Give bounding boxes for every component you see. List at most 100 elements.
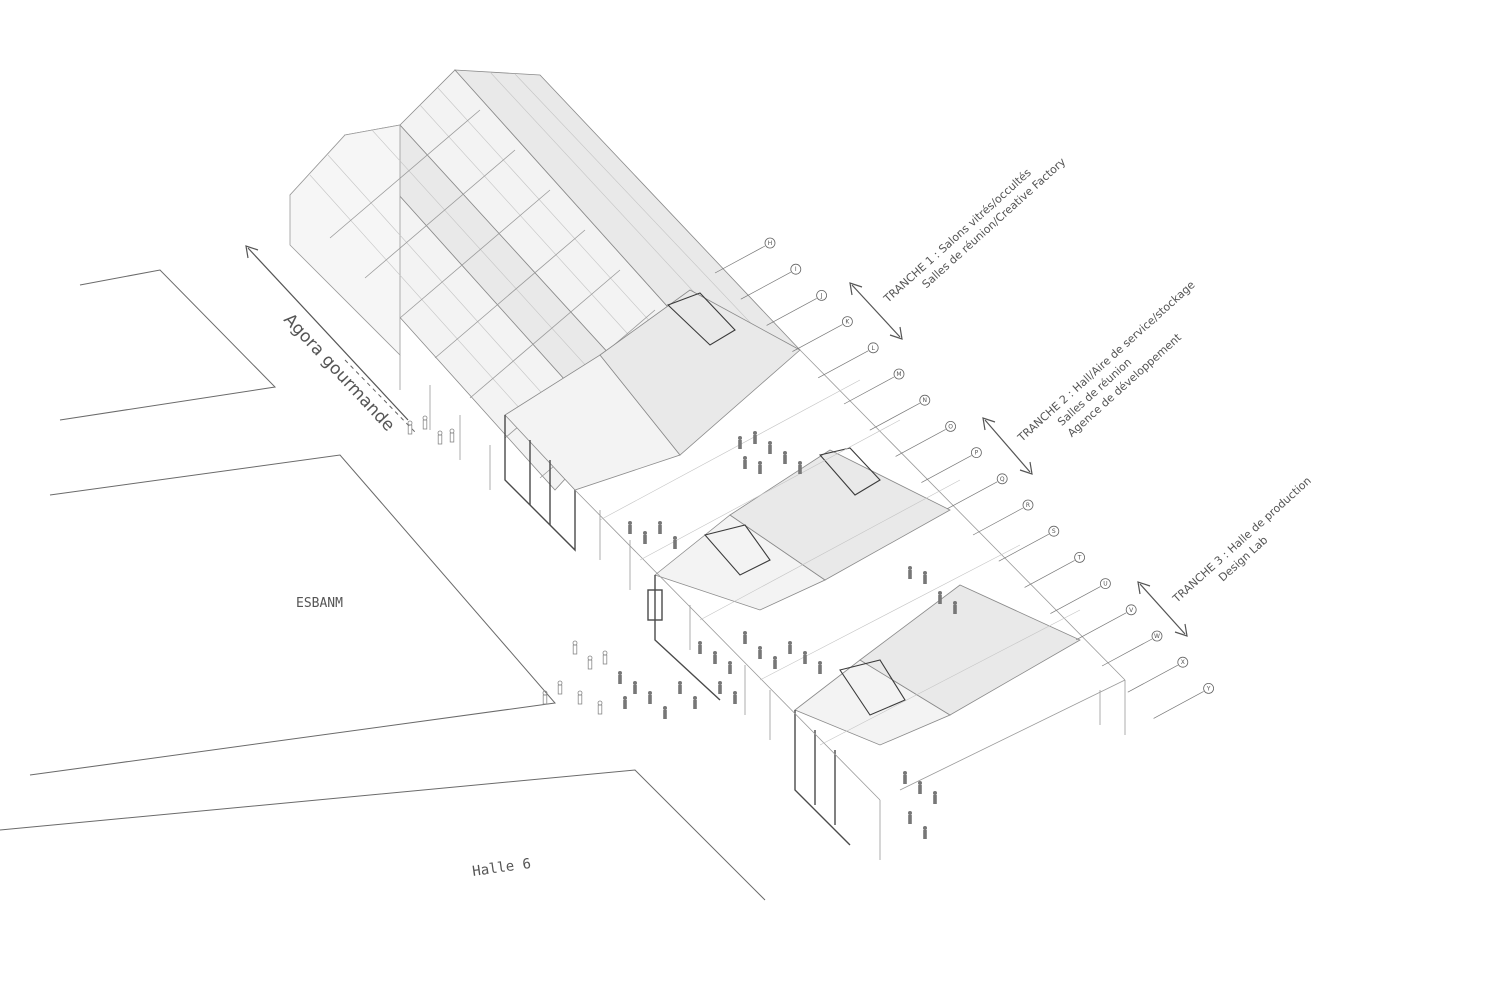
grid-marker-r: R [972,499,1034,536]
module-1-skylight [666,292,736,346]
person-figure [618,671,622,684]
grid-marker-u: U [1050,578,1111,614]
tranche-1: TRANCHE 1 : Salons vitrés/occultés Salle… [849,155,1069,340]
tranche-2: TRANCHE 2 : Hall/Aire de service/stockag… [982,278,1198,475]
person-figure [663,706,667,719]
grid-markers: H I J K L M N O P Q R S T U V W X Y [714,237,1214,719]
grid-marker-label: O [948,423,953,430]
module-3-roof-right [859,584,1081,716]
grid-marker-h: H [714,237,776,274]
esbanm-label: ESBANM [296,596,343,611]
person-figure [783,451,787,464]
agora-arrowhead [245,245,259,259]
person-figure [602,650,608,665]
block-outline-halle6 [0,769,766,901]
grid-marker-p: P [921,447,982,483]
person-figure [743,456,747,469]
new-modules [504,289,1126,860]
grid-marker-label: R [1026,502,1030,509]
agora-arrow [247,247,409,421]
person-figure [449,428,455,443]
person-figure [572,640,578,655]
person-figure [407,420,413,435]
person-figure [713,651,717,664]
person-figure [718,681,722,694]
grid-marker-label: V [1129,607,1134,614]
site-context [0,269,766,901]
grid-marker-label: K [845,319,850,326]
grid-marker-m: M [843,368,905,405]
person-figure [643,531,647,544]
grid-marker-label: Q [1000,476,1005,483]
person-figure [903,771,907,784]
person-figure [577,690,583,705]
tranche-1-line-1: TRANCHE 1 : Salons vitrés/occultés [881,166,1034,306]
gable-wall-west [289,124,401,356]
grid-marker-o: O [895,420,956,457]
block-outline-esbanm [29,454,556,776]
grid-marker-label: U [1103,581,1107,588]
grid-marker-x: X [1127,656,1189,693]
person-figure [923,826,927,839]
person-figure [918,781,922,794]
person-figure [788,641,792,654]
halle6-label: Halle 6 [471,856,532,880]
person-figure [628,521,632,534]
person-figure [908,566,912,579]
person-figure [633,681,637,694]
grid-marker-s: S [998,525,1060,562]
person-figure [773,656,777,669]
grid-marker-label: I [795,266,797,273]
person-figure [623,696,627,709]
grid-marker-label: W [1154,633,1160,640]
grid-marker-label: N [923,397,928,404]
module-1-frame [504,415,576,552]
grid-marker-q: Q [947,473,1008,510]
module-3-frame [794,710,851,846]
person-figure [753,431,757,444]
grid-marker-label: J [820,292,823,299]
grid-marker-l: L [818,342,879,379]
tranche-2-line-1: TRANCHE 2 : Hall/Aire de service/stockag… [1015,278,1198,445]
grid-marker-label: P [975,450,979,457]
person-figure [728,661,732,674]
module-2-roof-right [729,449,951,581]
person-figure [923,571,927,584]
person-figure [673,536,677,549]
module-2-frame [654,575,721,701]
grid-marker-t: T [1024,552,1085,588]
agora-dashed-path [344,359,416,433]
person-figure [733,691,737,704]
grid-marker-label: S [1052,528,1056,535]
person-figure [542,690,548,705]
person-figure [743,631,747,644]
grid-marker-label: M [896,371,901,378]
grid-marker-k: K [792,316,853,352]
columns-existing [399,355,491,490]
person-figure [693,696,697,709]
grid-marker-n: N [869,394,931,431]
person-figure [597,700,603,715]
person-figure [908,811,912,824]
grid-marker-v: V [1076,604,1137,641]
module-2-skylight-b [703,524,771,576]
person-figure [953,601,957,614]
person-figure [698,641,702,654]
tranche-1-line-2: Salles de réunion/Creative Factory [920,155,1069,291]
grid-marker-i: I [740,263,802,300]
people-figures [407,415,957,839]
person-figure [678,681,682,694]
person-figure [938,591,942,604]
person-figure [557,680,563,695]
grid-marker-j: J [766,289,827,326]
tranche-3-line-1: TRANCHE 3 : Halle de production [1170,474,1314,606]
tranche-3: TRANCHE 3 : Halle de production Design L… [1137,474,1314,637]
person-figure [422,415,428,430]
grid-marker-label: Y [1206,685,1211,692]
person-figure [818,661,822,674]
person-figure [933,791,937,804]
person-figure [803,651,807,664]
grid-marker-label: T [1077,554,1082,561]
grid-marker-label: X [1181,659,1185,666]
person-figure [798,461,802,474]
